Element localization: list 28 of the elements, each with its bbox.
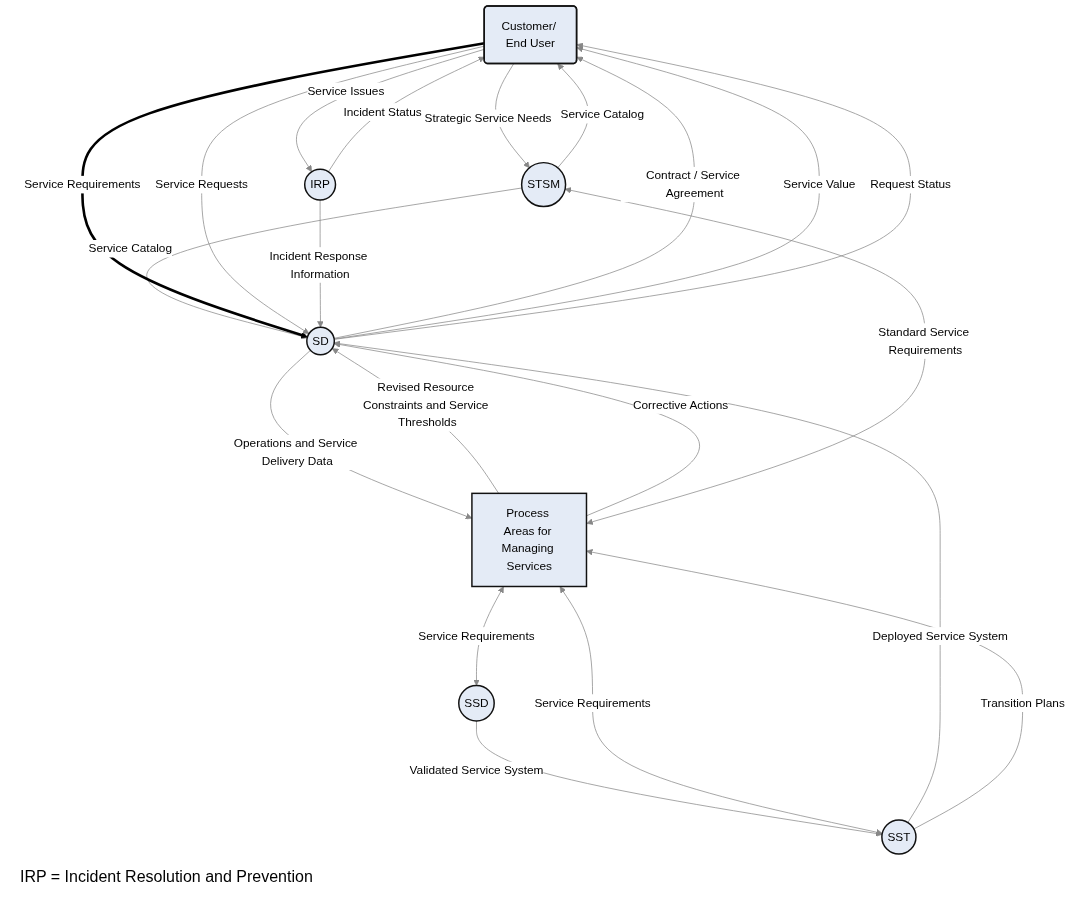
edge-label: Service Requests [155, 177, 248, 191]
edge-label: Service Requirements [418, 629, 535, 642]
node-circle: SSD [458, 684, 495, 722]
edge-label: Strategic Service Needs [424, 111, 552, 125]
edge-label: Standard Service Requirements [878, 325, 970, 356]
edge-label: Service Catalog [560, 108, 645, 121]
edge-label: Operations and Service Delivery Data [233, 436, 358, 468]
edge-label: Service Catalog [88, 242, 172, 255]
edge-label: Service Value [783, 177, 856, 191]
edge-label: Contract / Service Agreement [645, 169, 740, 200]
node-circle: STSM [520, 161, 567, 208]
edge-label: Validated Service System [409, 763, 544, 777]
edge-label: Service Requirements [534, 696, 651, 710]
edge-label: Deployed Service System [872, 629, 1008, 642]
arrow [81, 41, 485, 339]
edge-label: Incident Status [343, 105, 422, 118]
edge-label: Request Status [870, 177, 952, 191]
edge-label: Revised Resource Constraints and Service Thresholds [362, 380, 489, 429]
node-box: Process Areas for Managing Services [471, 492, 588, 588]
edge-label: Transition Plans [980, 696, 1065, 710]
node-circle: SST [881, 819, 917, 855]
edge-label: Incident Response Information [269, 249, 368, 280]
node-circle: SD [306, 326, 336, 356]
edge-label: Corrective Actions [632, 398, 729, 411]
edge-label: Service Requirements [24, 177, 141, 191]
edge-label: Service Issues [307, 84, 385, 98]
note-text: IRP = Incident Resolution and Prevention [20, 868, 313, 886]
node-circle: IRP [303, 168, 337, 201]
